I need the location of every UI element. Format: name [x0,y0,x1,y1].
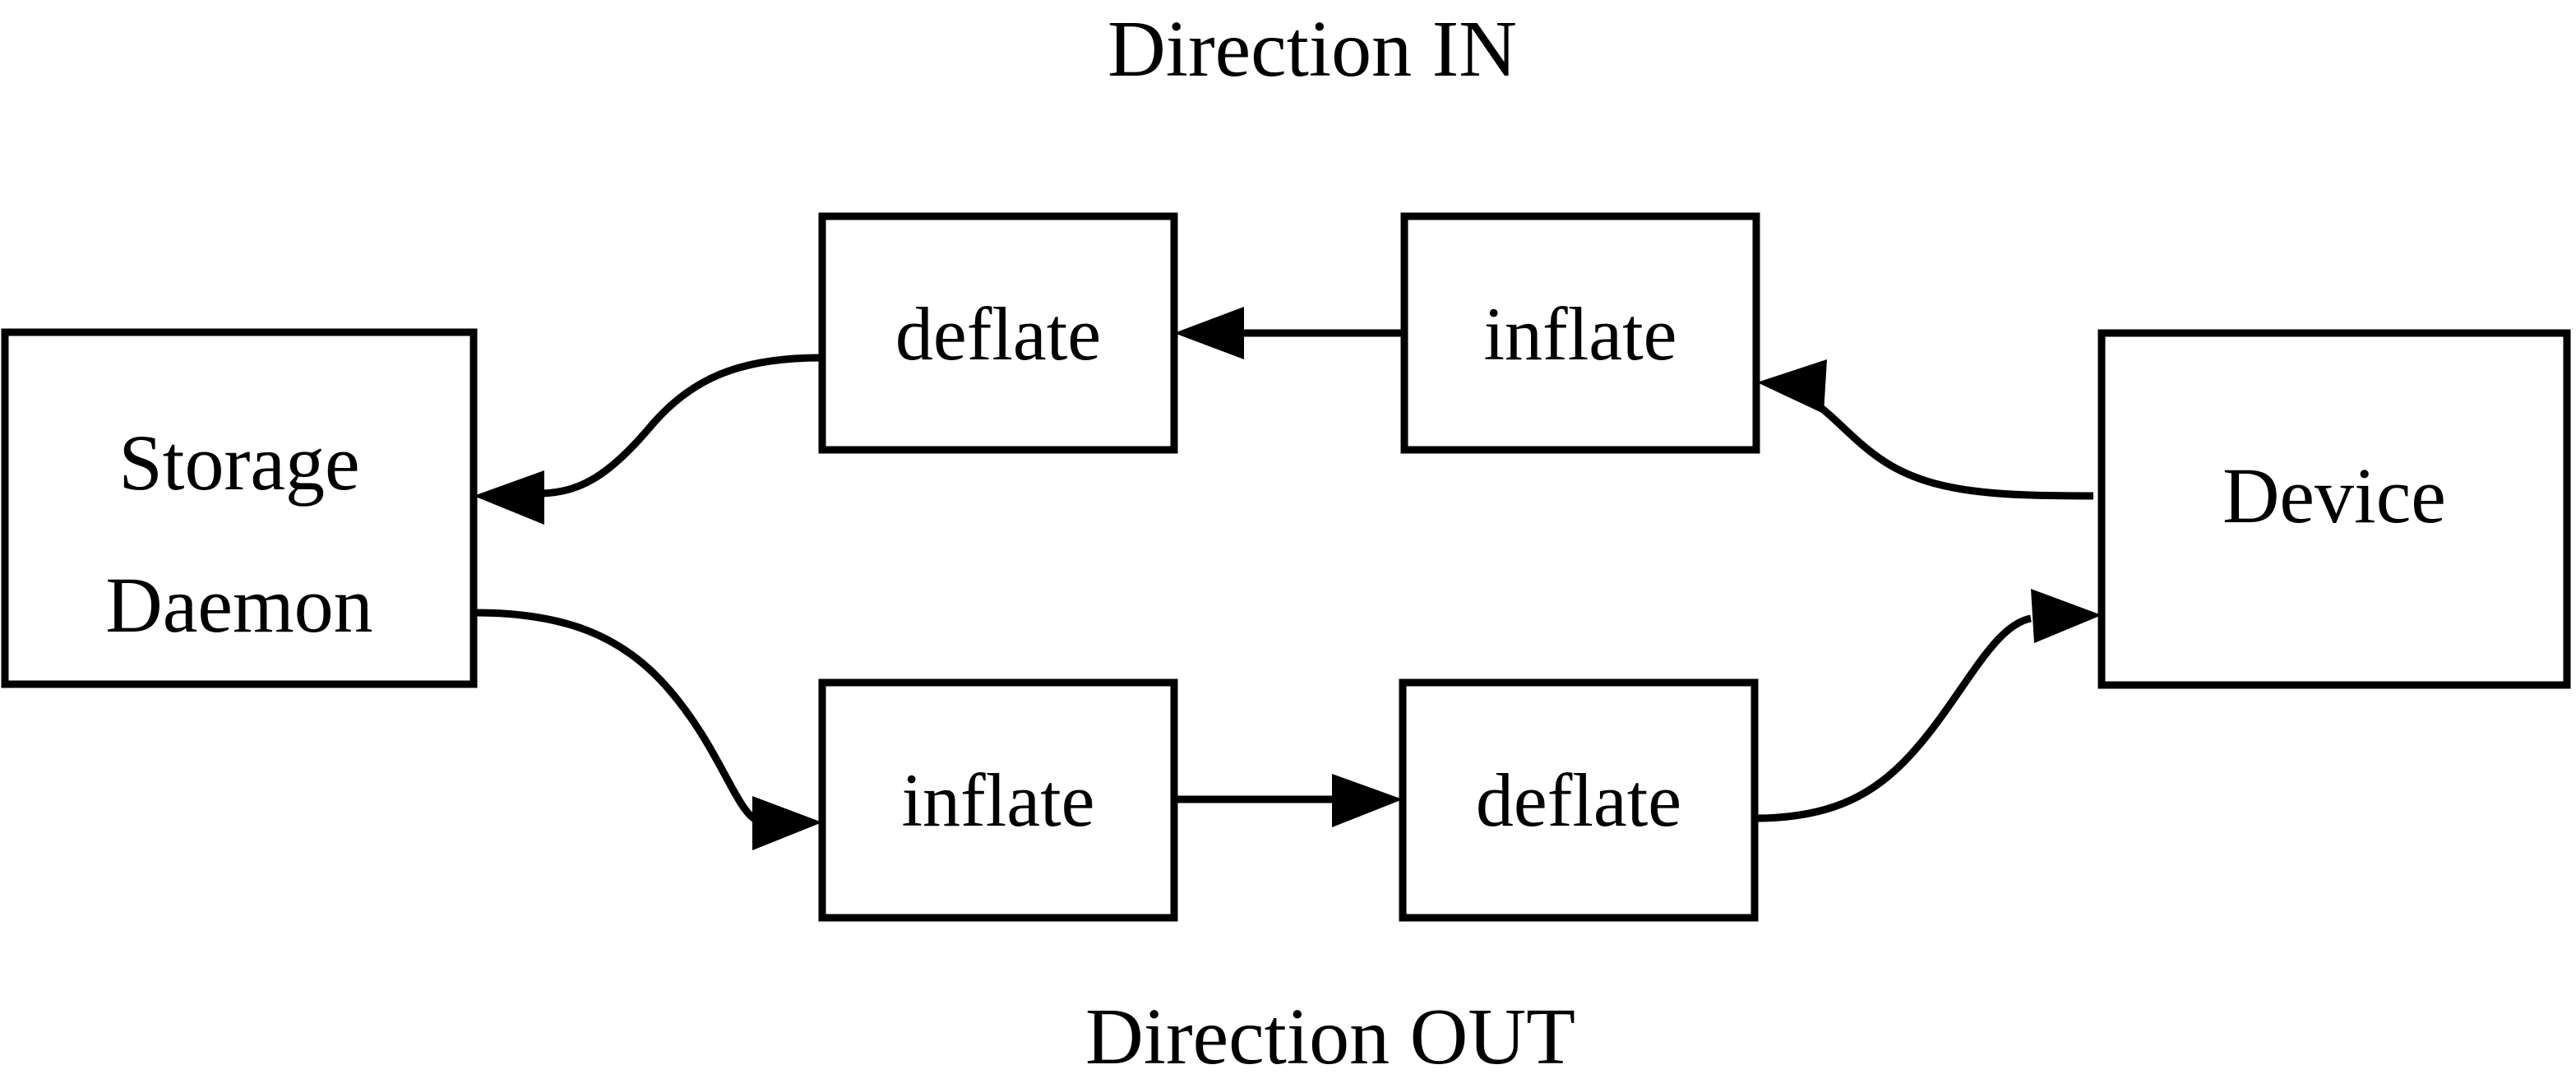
device-box[interactable] [2097,329,2571,689]
in-deflate-label: deflate [895,292,1101,376]
edge-out-deflate-to-device-line [1755,614,2033,822]
direction-in-caption: Direction IN [1108,5,1517,94]
edge-in-deflate-to-storage-daemon-line [542,354,821,498]
arrowhead-in-deflate-to-storage-daemon [474,470,544,525]
node-storage-daemon[interactable]: Storage Daemon [1,328,478,688]
edge-storage-daemon-to-out-inflate [474,609,822,850]
out-inflate-label: inflate [902,758,1095,842]
node-in-inflate[interactable]: inflate [1400,212,1760,454]
out-deflate-box[interactable] [1399,678,1759,922]
device-label: Device [2222,451,2446,539]
edge-in-deflate-to-storage-daemon [474,354,821,525]
edge-out-inflate-to-out-deflate [1174,774,1403,827]
node-out-inflate[interactable]: inflate [818,678,1178,922]
arrowhead-storage-daemon-to-out-inflate [752,796,822,850]
node-out-deflate[interactable]: deflate [1399,678,1759,922]
edge-in-inflate-to-in-deflate [1174,307,1404,359]
direction-out-caption: Direction OUT [1085,993,1575,1081]
edge-device-to-in-inflate [1757,359,2094,500]
node-device[interactable]: Device [2097,329,2571,689]
in-inflate-box[interactable] [1400,212,1760,454]
arrowhead-out-inflate-to-out-deflate [1332,774,1403,827]
edge-storage-daemon-to-out-inflate-line [474,609,759,824]
in-deflate-box[interactable] [818,212,1178,454]
storage-daemon-box[interactable] [1,328,478,688]
storage-daemon-label-line1: Storage [118,419,359,507]
arrowhead-in-inflate-to-in-deflate [1174,307,1244,359]
out-deflate-label: deflate [1476,758,1681,842]
arrowhead-device-to-in-inflate [1757,359,1827,414]
out-inflate-box[interactable] [818,678,1178,922]
storage-daemon-label-line2: Daemon [105,561,372,649]
edge-out-deflate-to-device [1755,589,2102,822]
node-in-deflate[interactable]: deflate [818,212,1178,454]
in-inflate-label: inflate [1484,292,1677,376]
arrowhead-out-deflate-to-device [2031,589,2102,643]
